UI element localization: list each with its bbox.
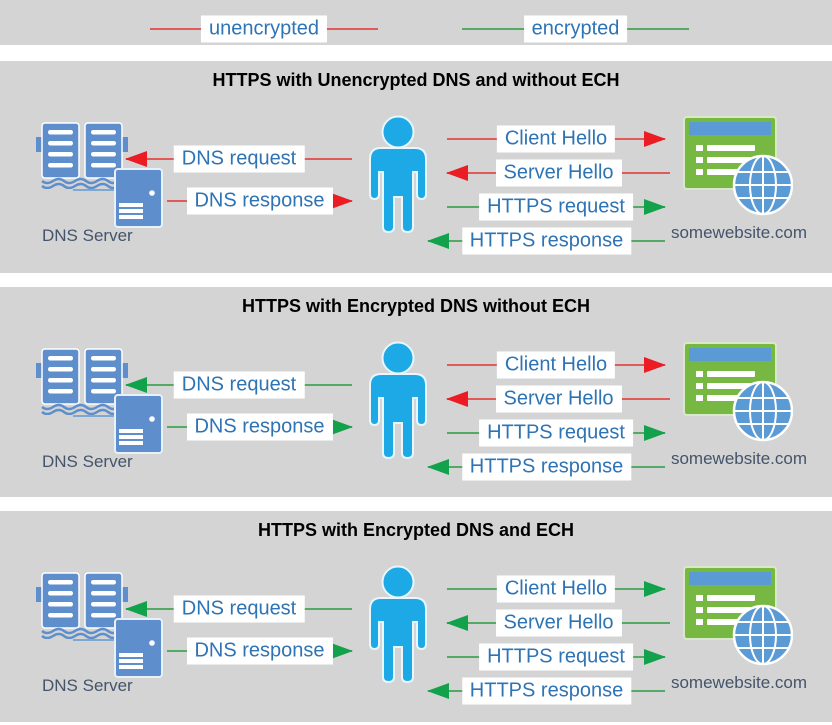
dns-connector-line	[73, 189, 117, 191]
arrow-label: Client Hello	[496, 575, 616, 603]
arrowhead-right-icon	[644, 581, 666, 597]
arrow-dns-response: DNS response	[167, 187, 353, 215]
arrow-dns-request: DNS request	[125, 371, 352, 399]
arrow-label: HTTPS request	[479, 193, 633, 221]
arrow-https-response: HTTPS response	[427, 677, 665, 705]
arrow-https-request: HTTPS request	[447, 643, 666, 671]
arrow-label: HTTPS request	[479, 419, 633, 447]
person-icon	[369, 565, 427, 683]
legend-panel: unencrypted encrypted	[0, 0, 832, 45]
arrow-client-hello: Client Hello	[447, 351, 666, 379]
legend-label-unencrypted: unencrypted	[200, 15, 328, 43]
arrow-label: HTTPS response	[461, 453, 632, 481]
website-caption: somewebsite.com	[670, 223, 808, 242]
arrow-label: DNS request	[173, 371, 305, 399]
arrowhead-right-icon	[644, 131, 666, 147]
arrow-label: Server Hello	[495, 159, 622, 187]
panel-encrypted-dns-without-ech: HTTPS with Encrypted DNS without ECH DNS…	[0, 287, 832, 497]
arrow-dns-response: DNS response	[167, 637, 353, 665]
arrow-server-hello: Server Hello	[446, 609, 670, 637]
server-icon	[114, 168, 163, 228]
server-icon	[114, 394, 163, 454]
panel-encrypted-dns-and-ech: HTTPS with Encrypted DNS and ECH DNS Ser…	[0, 511, 832, 722]
website-icon	[681, 341, 793, 447]
person-icon	[369, 115, 427, 233]
arrow-label: DNS response	[186, 413, 333, 441]
arrow-https-response: HTTPS response	[427, 453, 665, 481]
server-icon	[114, 618, 163, 678]
arrow-label: DNS response	[186, 637, 333, 665]
arrow-https-request: HTTPS request	[447, 193, 666, 221]
dns-connector-line	[73, 639, 117, 641]
arrow-dns-request: DNS request	[125, 595, 352, 623]
arrow-label: DNS response	[186, 187, 333, 215]
arrow-label: HTTPS request	[479, 643, 633, 671]
website-caption: somewebsite.com	[670, 673, 808, 692]
arrowhead-left-icon	[125, 151, 147, 167]
arrow-label: Client Hello	[496, 125, 616, 153]
legend-label-encrypted: encrypted	[523, 15, 628, 43]
arrow-dns-response: DNS response	[167, 413, 353, 441]
panel-title: HTTPS with Encrypted DNS without ECH	[241, 296, 590, 316]
arrow-label: HTTPS response	[461, 677, 632, 705]
arrow-label: DNS request	[173, 145, 305, 173]
arrowhead-right-icon	[644, 357, 666, 373]
arrow-client-hello: Client Hello	[447, 575, 666, 603]
person-icon	[369, 341, 427, 459]
dns-server-caption: DNS Server	[42, 676, 133, 695]
arrowhead-right-icon	[644, 649, 666, 665]
arrow-dns-request: DNS request	[125, 145, 352, 173]
arrowhead-right-icon	[331, 643, 353, 659]
arrowhead-right-icon	[331, 193, 353, 209]
arrowhead-left-icon	[125, 601, 147, 617]
arrowhead-right-icon	[331, 419, 353, 435]
arrow-https-response: HTTPS response	[427, 227, 665, 255]
panel-title: HTTPS with Unencrypted DNS and without E…	[212, 70, 620, 90]
panel-title: HTTPS with Encrypted DNS and ECH	[257, 520, 575, 540]
dns-server-caption: DNS Server	[42, 226, 133, 245]
dns-connector-line	[73, 415, 117, 417]
legend-item-unencrypted: unencrypted	[150, 15, 378, 43]
legend-item-encrypted: encrypted	[462, 15, 689, 43]
arrow-server-hello: Server Hello	[446, 385, 670, 413]
panel-unencrypted-dns-without-ech: HTTPS with Unencrypted DNS and without E…	[0, 61, 832, 273]
dns-server-caption: DNS Server	[42, 452, 133, 471]
arrowhead-left-icon	[125, 377, 147, 393]
arrow-server-hello: Server Hello	[446, 159, 670, 187]
arrow-label: Server Hello	[495, 609, 622, 637]
arrow-label: DNS request	[173, 595, 305, 623]
arrow-label: Client Hello	[496, 351, 616, 379]
arrowhead-right-icon	[644, 425, 666, 441]
website-icon	[681, 115, 793, 221]
arrow-label: HTTPS response	[461, 227, 632, 255]
website-caption: somewebsite.com	[670, 449, 808, 468]
arrowhead-right-icon	[644, 199, 666, 215]
arrowhead-left-icon	[427, 683, 449, 699]
arrow-client-hello: Client Hello	[447, 125, 666, 153]
arrow-https-request: HTTPS request	[447, 419, 666, 447]
arrow-label: Server Hello	[495, 385, 622, 413]
website-icon	[681, 565, 793, 671]
arrowhead-left-icon	[427, 233, 449, 249]
arrowhead-left-icon	[446, 391, 468, 407]
arrowhead-left-icon	[446, 615, 468, 631]
arrowhead-left-icon	[427, 459, 449, 475]
arrowhead-left-icon	[446, 165, 468, 181]
